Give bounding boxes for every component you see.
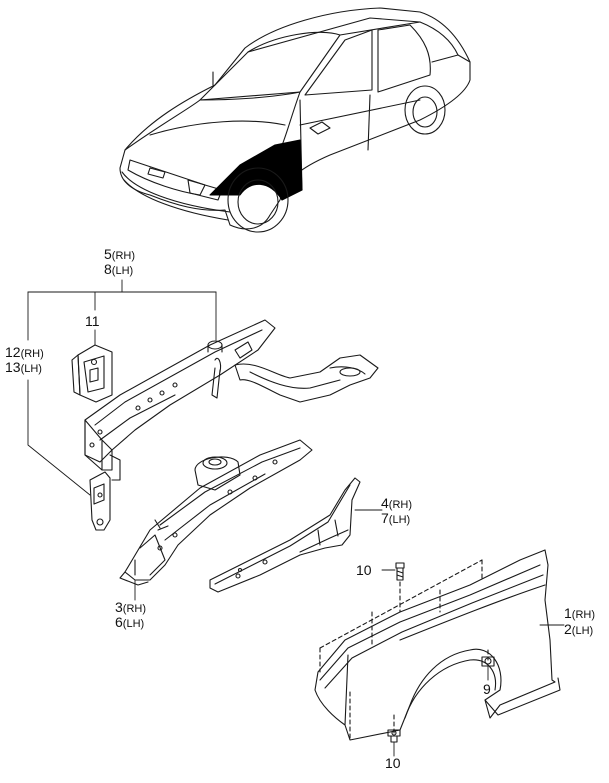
callout-11: 11 bbox=[85, 313, 100, 329]
fender-part-1-2 bbox=[314, 549, 561, 743]
bracket-part-11 bbox=[71, 344, 113, 403]
callout-8-lh: 8(LH) bbox=[104, 261, 134, 278]
callout-10-upper: 10 bbox=[356, 562, 372, 578]
leader-lines bbox=[27, 279, 565, 757]
callout-5-rh: 5(RH) bbox=[104, 246, 136, 263]
callout-2-lh: 2(LH) bbox=[564, 621, 594, 638]
callout-10-lower: 10 bbox=[385, 755, 401, 771]
callout-7-lh: 7(LH) bbox=[381, 510, 411, 527]
rail-part-4-7 bbox=[209, 477, 361, 593]
car-illustration bbox=[119, 7, 471, 233]
apron-part-5-8 bbox=[84, 319, 379, 481]
member-part-3-6 bbox=[119, 439, 313, 586]
callout-9: 9 bbox=[483, 681, 491, 697]
callout-6-lh: 6(LH) bbox=[115, 614, 145, 631]
callout-1-rh: 1(RH) bbox=[564, 605, 596, 622]
bracket-part-12-13 bbox=[89, 471, 111, 531]
callout-3-rh: 3(RH) bbox=[115, 599, 147, 616]
callout-12-rh: 12(RH) bbox=[5, 344, 44, 361]
callout-4-rh: 4(RH) bbox=[381, 495, 413, 512]
callout-13-lh: 13(LH) bbox=[5, 359, 42, 376]
